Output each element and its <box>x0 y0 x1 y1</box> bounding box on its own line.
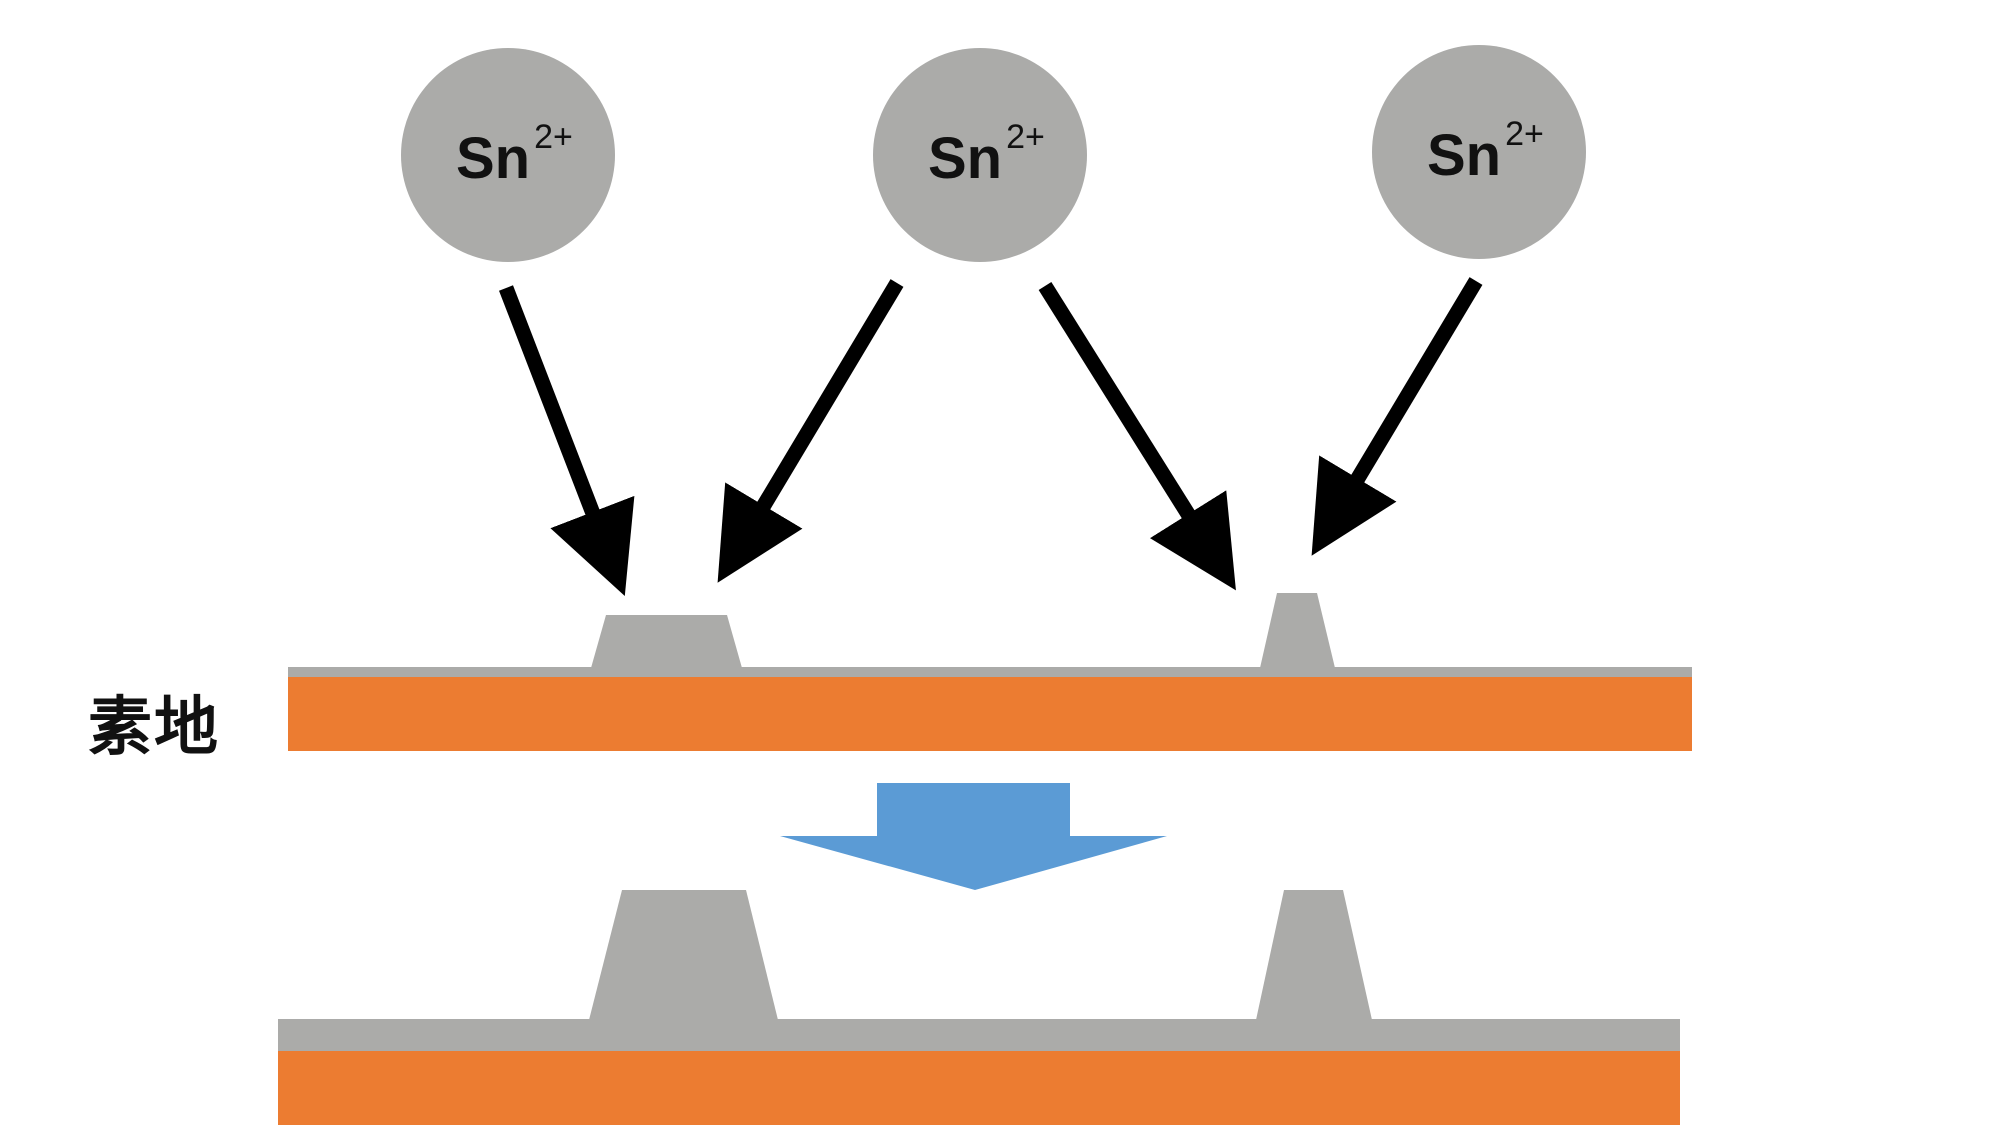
ion-symbol: Sn <box>456 126 530 191</box>
ion-circle <box>873 48 1087 262</box>
svg-text:Sn2+: Sn2+ <box>456 118 573 191</box>
tin-film <box>288 667 1692 677</box>
ion-charge: 2+ <box>1006 118 1045 156</box>
tin-deposit-wide <box>591 615 742 668</box>
ion-symbol: Sn <box>1427 123 1501 188</box>
tin-deposit-wide <box>589 890 778 1020</box>
tin-deposit-narrow <box>1256 890 1372 1020</box>
substrate-layer <box>288 676 1692 751</box>
process-arrow <box>780 783 1167 890</box>
tin-deposit-narrow <box>1260 593 1335 668</box>
ion-symbol: Sn <box>928 126 1002 191</box>
ion-circle <box>1372 45 1586 259</box>
migration-arrow-1 <box>499 285 635 596</box>
migration-arrow-3 <box>1038 282 1236 591</box>
substrate-after <box>278 890 1680 1125</box>
svg-text:Sn2+: Sn2+ <box>928 118 1045 191</box>
substrate-layer <box>278 1050 1680 1125</box>
ion-charge: 2+ <box>534 118 573 156</box>
migration-arrow-4 <box>1311 277 1483 556</box>
migration-arrow-2 <box>717 279 904 583</box>
tin-film <box>278 1019 1680 1051</box>
substrate-label: 素地 <box>88 691 220 765</box>
ion-circle <box>401 48 615 262</box>
svg-text:Sn2+: Sn2+ <box>1427 115 1544 188</box>
substrate-before <box>288 593 1692 751</box>
ion-charge: 2+ <box>1505 115 1544 153</box>
